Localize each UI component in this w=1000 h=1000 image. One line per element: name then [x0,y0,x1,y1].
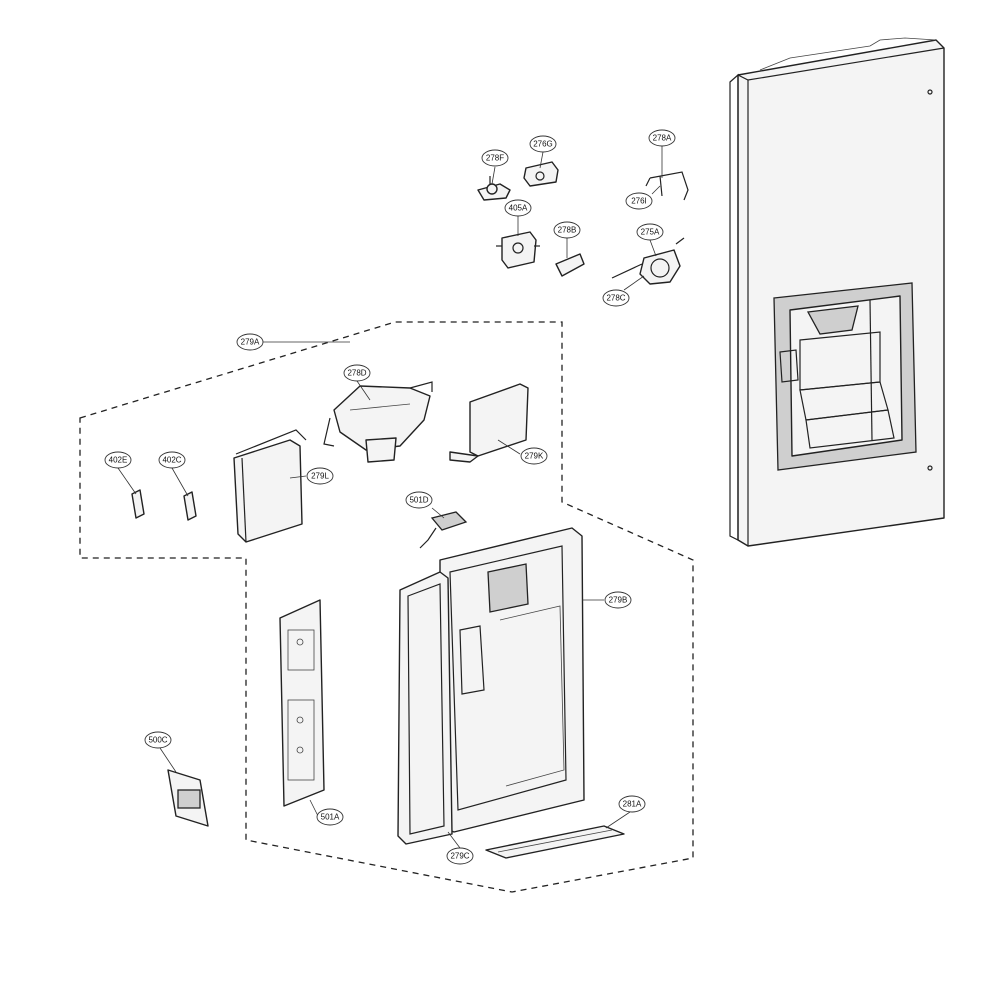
part-276G-hinge [523,161,559,187]
callout-label: 279A [241,338,260,347]
part-278B-plate [555,253,585,277]
callout-279C: 279C [446,847,474,865]
callout-276G: 276G [529,135,557,153]
callout-label: 405A [509,204,528,213]
part-279K-flap [449,383,529,463]
callout-label: 275A [641,228,660,237]
part-501A-board [279,599,325,807]
callout-279K: 279K [520,447,548,465]
callout-278B: 278B [553,221,581,239]
callout-label: 276G [533,140,553,149]
assembly-boundary [79,321,694,893]
callout-label: 279K [525,452,544,461]
part-500C-switch [167,769,209,827]
callout-279B: 279B [604,591,632,609]
door-assembly [729,37,945,547]
callout-label: 279B [609,596,628,605]
callout-label: 500C [148,736,167,745]
part-405A-motor [496,231,540,269]
part-501D-pcb [419,511,468,549]
part-278F-bracket [477,176,511,201]
callout-279A: 279A [236,333,264,351]
callout-278C: 278C [602,289,630,307]
callout-276I: 276I [625,192,653,210]
part-275A-solenoid [611,237,685,285]
callout-label: 278B [558,226,577,235]
callout-281A: 281A [618,795,646,813]
callout-279L: 279L [306,467,334,485]
callout-405A: 405A [504,199,532,217]
callout-label: 501D [409,496,428,505]
callout-label: 278D [347,369,366,378]
part-281A-tray [485,825,625,859]
part-278D-duct [323,381,433,463]
callout-label: 276I [631,197,647,206]
callout-label: 279C [450,852,469,861]
part-279B-housing [439,527,585,833]
callout-501A: 501A [316,808,344,826]
callout-278F: 278F [481,149,509,167]
callout-label: 278C [606,294,625,303]
part-279C-frame [397,571,453,845]
callout-402C: 402C [158,451,186,469]
leader-lines [117,146,663,849]
callout-278A: 278A [648,129,676,147]
callout-label: 402E [109,456,128,465]
callout-label: 279L [311,472,329,481]
callout-402E: 402E [104,451,132,469]
callout-label: 278A [653,134,672,143]
part-278A-spring [645,171,689,201]
part-402E-clip [131,489,145,519]
callout-500C: 500C [144,731,172,749]
part-279L-cover [233,429,307,543]
callout-label: 402C [162,456,181,465]
callout-label: 278F [486,154,504,163]
callout-501D: 501D [405,491,433,509]
callout-278D: 278D [343,364,371,382]
callout-label: 281A [623,800,642,809]
part-402C-clip [183,491,197,521]
callout-label: 501A [321,813,340,822]
callout-275A: 275A [636,223,664,241]
